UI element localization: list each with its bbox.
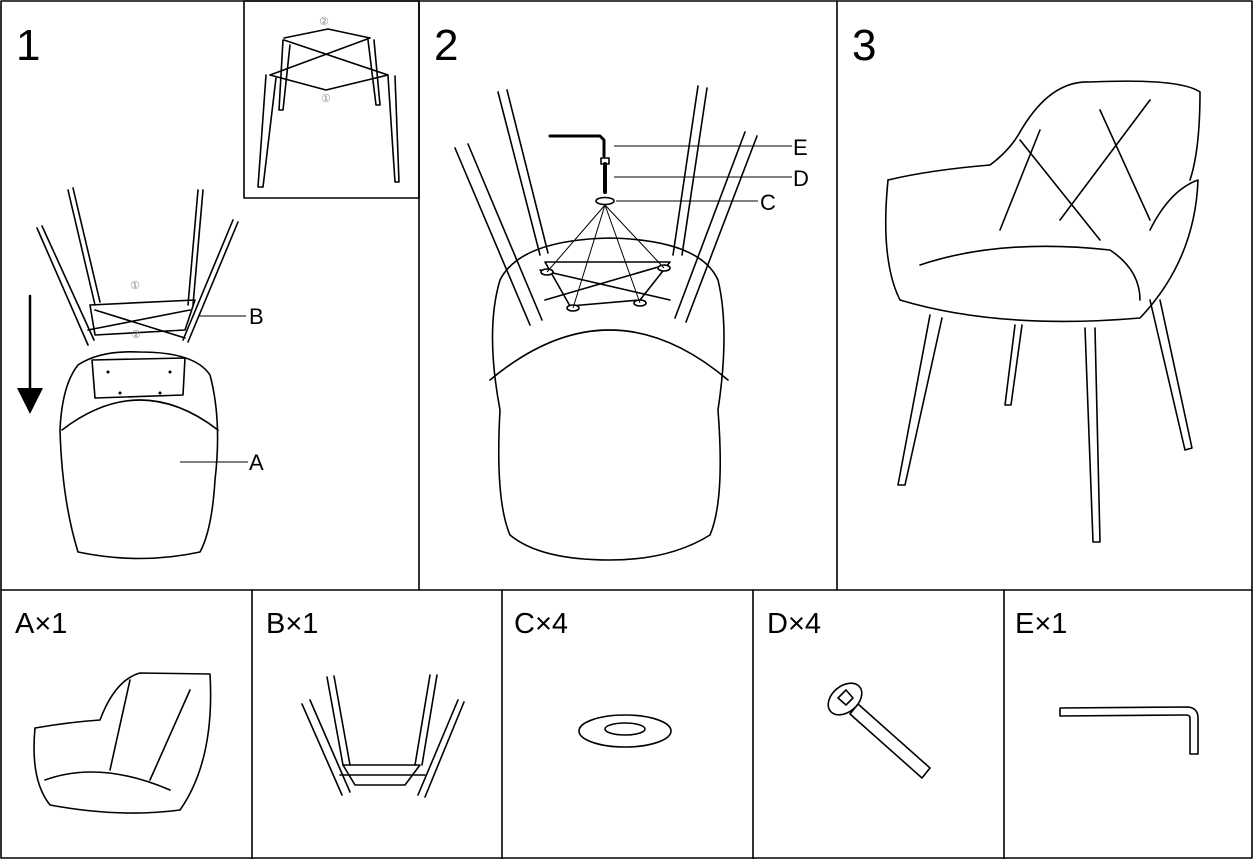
chair-seat-a: A xyxy=(59,350,264,560)
label-e: E xyxy=(793,135,808,160)
label-d: D xyxy=(793,166,809,191)
part-label: E×1 xyxy=(1015,608,1067,640)
marker-2: ② xyxy=(319,15,329,28)
part-label: D×4 xyxy=(767,608,821,640)
leg-frame-inset: ② ① xyxy=(243,0,420,199)
part-label: A×1 xyxy=(15,608,67,640)
hardware-callouts: E D C xyxy=(546,134,809,309)
down-arrow-icon xyxy=(17,294,43,414)
step-number: 2 xyxy=(434,21,458,70)
marker-1: ① xyxy=(321,92,331,105)
part-label: B×1 xyxy=(266,608,318,640)
part-a-cell: A×1 xyxy=(15,608,212,814)
assembled-chair xyxy=(884,80,1201,543)
part-c-cell: C×4 xyxy=(514,608,672,748)
step-2-panel: 2 E D C xyxy=(434,21,809,561)
marker-1: ① xyxy=(130,279,140,292)
part-b-cell: B×1 xyxy=(266,608,465,798)
step-3-panel: 3 xyxy=(852,21,1201,543)
leg-frame-b: ① ② B xyxy=(36,187,264,346)
step-number: 1 xyxy=(16,21,40,70)
step-1-panel: 1 ② ① ① ② B xyxy=(16,0,420,560)
label-c: C xyxy=(760,190,776,215)
part-e-cell: E×1 xyxy=(1015,608,1199,755)
step-number: 3 xyxy=(852,21,876,70)
label-a: A xyxy=(249,450,264,475)
part-label: C×4 xyxy=(514,608,568,640)
chair-seat-upside-down xyxy=(489,237,729,561)
label-b: B xyxy=(249,304,264,329)
marker-2: ② xyxy=(131,328,141,341)
part-d-cell: D×4 xyxy=(767,608,931,779)
